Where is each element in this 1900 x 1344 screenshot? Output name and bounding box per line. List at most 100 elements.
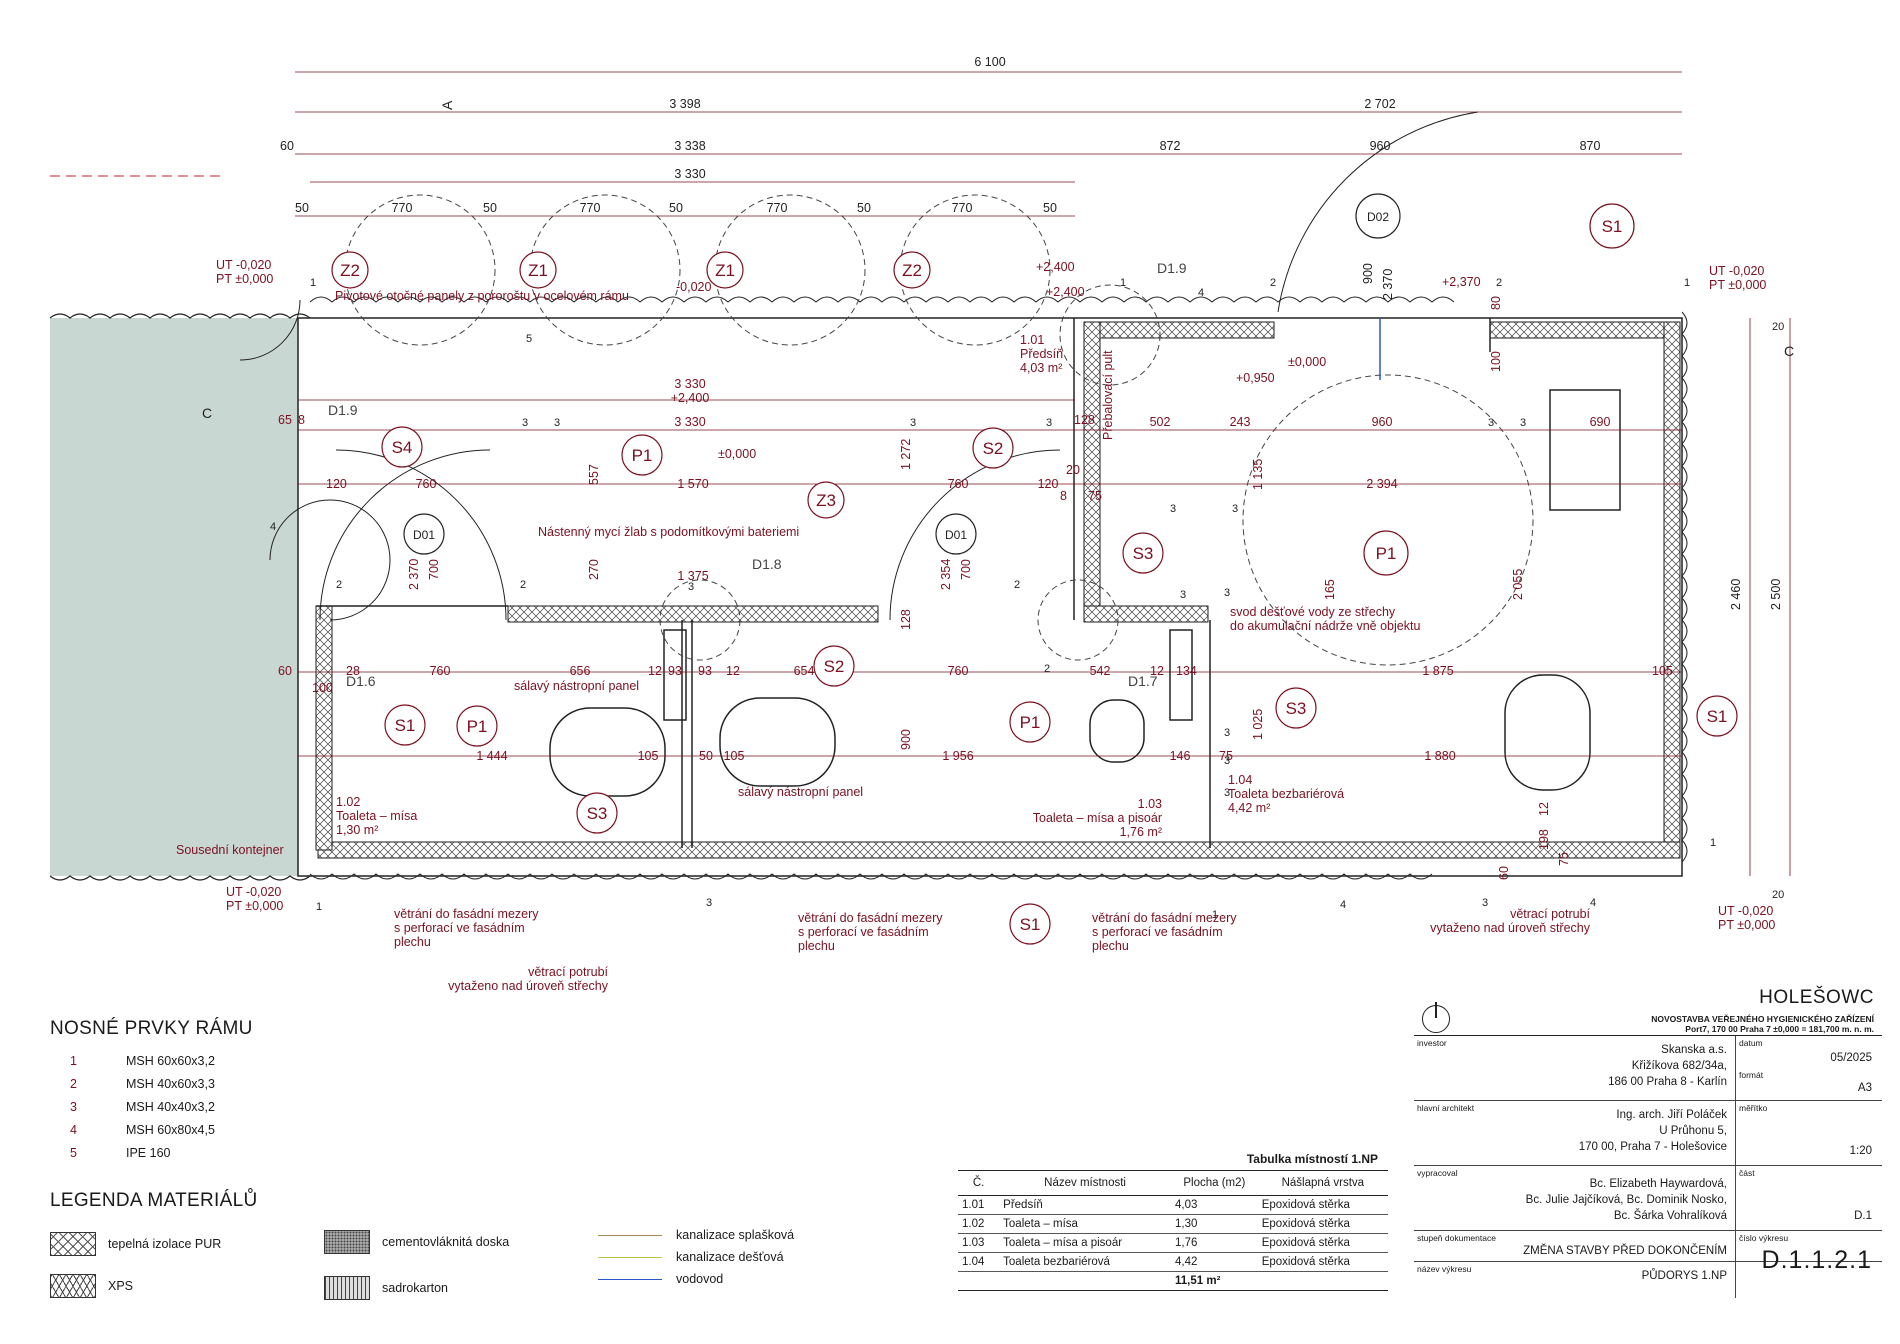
tag-s3c: S3 <box>1286 699 1307 718</box>
dim-inner-542: 542 <box>1090 664 1111 678</box>
cell: 1,76 <box>1171 1233 1258 1253</box>
frame-legend-number: 4 <box>70 1123 77 1137</box>
frame-member-number: 2 <box>520 579 526 591</box>
dim-d02-0: 900 <box>1361 263 1375 284</box>
dim-row2-0: 3 338 <box>674 139 705 153</box>
note-panel2: sálavý nástropní panel <box>738 785 863 799</box>
tag-z3: Z3 <box>816 491 836 510</box>
title-row-architect: hlavní architekt Ing. arch. Jiří Poláček… <box>1414 1101 1882 1166</box>
authors-line: Bc. Elizabeth Haywardová, <box>1589 1178 1727 1190</box>
height-pt-bl: PT ±0,000 <box>226 899 283 913</box>
dim-sixty: 60 <box>280 139 294 153</box>
frame-member-number: 2 <box>1044 663 1050 675</box>
tag-s1a: S1 <box>1602 217 1623 236</box>
room-101-area: 4,03 m² <box>1020 361 1062 375</box>
frame-member-number: 4 <box>270 521 276 533</box>
frame-member-number: 3 <box>1224 787 1230 799</box>
date-value: 05/2025 <box>1830 1052 1872 1064</box>
facade-wave-bottom <box>309 873 1433 880</box>
frame-legend-number: 1 <box>70 1054 77 1068</box>
frame-member-number: 1 <box>1710 837 1716 849</box>
facade-wave-top <box>309 296 1455 303</box>
dim-row4-0: 50 <box>295 201 309 215</box>
dim-inner-198: 198 <box>1537 829 1551 850</box>
material-pur-label: tepelná izolace PUR <box>108 1237 222 1251</box>
drawing-value: PŮDORYS 1.NP <box>1641 1270 1727 1282</box>
project-subtitle: NOVOSTAVBA VEŘEJNÉHO HYGIENICKÉHO ZAŘÍZE… <box>1651 1014 1874 1034</box>
height-000b: ±0,000 <box>1288 355 1326 369</box>
neighbor-container <box>50 318 298 876</box>
wall-insulation-right-block <box>1083 321 1275 339</box>
wall-insulation-left <box>315 605 333 851</box>
note-vent1a: větrání do fasádní mezery <box>394 907 539 921</box>
dim-right-1: 2 460 <box>1729 579 1743 610</box>
tag-d19b: D1.9 <box>328 402 358 418</box>
authors-label: vypracoval <box>1417 1168 1458 1178</box>
dim-top-left: 3 398 <box>669 97 700 111</box>
room-table-col-name: Název místnosti <box>999 1171 1172 1196</box>
dim-inner-20: 20 <box>1066 463 1080 477</box>
dim-inner-1135: 1 135 <box>1251 459 1265 490</box>
room-102-name: Toaleta – mísa <box>336 809 417 823</box>
note-vent2c: plechu <box>798 939 835 953</box>
water-line-icon <box>598 1278 662 1280</box>
dim-inner-2354: 2 354 <box>939 559 953 590</box>
cell: Toaleta bezbariérová <box>999 1252 1172 1272</box>
room-table-total: 11,51 m² <box>1171 1271 1258 1291</box>
frame-legend-number: 5 <box>70 1146 77 1160</box>
dim-inner-100b: 100 <box>1489 351 1503 372</box>
investor-line: 186 00 Praha 8 - Karlín <box>1608 1076 1727 1088</box>
door-swings <box>344 194 1534 666</box>
cell: 1.04 <box>958 1252 1000 1272</box>
frame-member-number: 3 <box>706 897 712 909</box>
tag-s2b: S2 <box>824 657 845 676</box>
part-label: část <box>1739 1168 1755 1178</box>
frame-legend-label: IPE 160 <box>126 1146 171 1160</box>
dim-inner-1444: 1 444 <box>476 749 507 763</box>
tag-z1a: Z1 <box>528 261 548 280</box>
architect-line: Ing. arch. Jiří Poláček <box>1616 1109 1727 1121</box>
frame-member-number: 1 <box>1212 909 1218 921</box>
dim-inner-28: 28 <box>346 664 360 678</box>
tag-d02: D02 <box>1367 210 1389 224</box>
investor-line: Křižíkova 682/34a, <box>1631 1060 1727 1072</box>
title-row-investor: investor Skanska a.s. Křižíkova 682/34a,… <box>1414 1036 1882 1101</box>
section-c-right: C <box>1784 343 1794 359</box>
title-row-drawing: název výkresu PŮDORYS 1.NP D.1.1.2.1 <box>1414 1232 1882 1298</box>
dimension-lines <box>295 71 1791 876</box>
height-000a: ±0,000 <box>718 447 756 461</box>
line-water: vodovod <box>598 1272 723 1286</box>
frame-member-number: 2 <box>336 579 342 591</box>
note-drain2: do akumulační nádrže vně objektu <box>1230 619 1420 633</box>
frame-member-number: 1 <box>1120 277 1126 289</box>
dim-inner-654: 654 <box>794 664 815 678</box>
ground-wave-bottom <box>49 875 311 881</box>
tag-p1a: P1 <box>632 446 653 465</box>
note-vent2b: s perforací ve fasádním <box>798 925 929 939</box>
dim-inner-75: 75 <box>1219 749 1233 763</box>
authors-line: Bc. Šárka Vohralíková <box>1613 1210 1727 1222</box>
room-table-col-area: Plocha (m2) <box>1171 1171 1258 1196</box>
dim-inner-165: 165 <box>1323 579 1337 600</box>
dim-row4-3: 770 <box>580 201 601 215</box>
dim-inner-1956: 1 956 <box>942 749 973 763</box>
dim-inner-134: 134 <box>1176 664 1197 678</box>
table-total-row: 11,51 m² <box>958 1271 1388 1291</box>
frame-member-number: 4 <box>1198 287 1204 299</box>
frame-member-number: 3 <box>1046 417 1052 429</box>
room-table: Tabulka místností 1.NP Č. Název místnost… <box>958 1152 1388 1291</box>
note-counter: Přebalovací pult <box>1101 350 1115 440</box>
cell: Epoxidová stěrka <box>1257 1233 1388 1253</box>
material-cement-label: cementovláknitá doska <box>382 1235 510 1249</box>
dim-inner-760a: 760 <box>416 477 437 491</box>
format-label: formát <box>1739 1070 1764 1080</box>
number-label: číslo výkresu <box>1739 1233 1789 1243</box>
frame-member-number: 3 <box>1520 417 1526 429</box>
dim-inner-93b: 93 <box>698 664 712 678</box>
dim-inner-2055: 2 055 <box>1511 569 1525 600</box>
frame-member-number: 3 <box>1224 755 1230 767</box>
